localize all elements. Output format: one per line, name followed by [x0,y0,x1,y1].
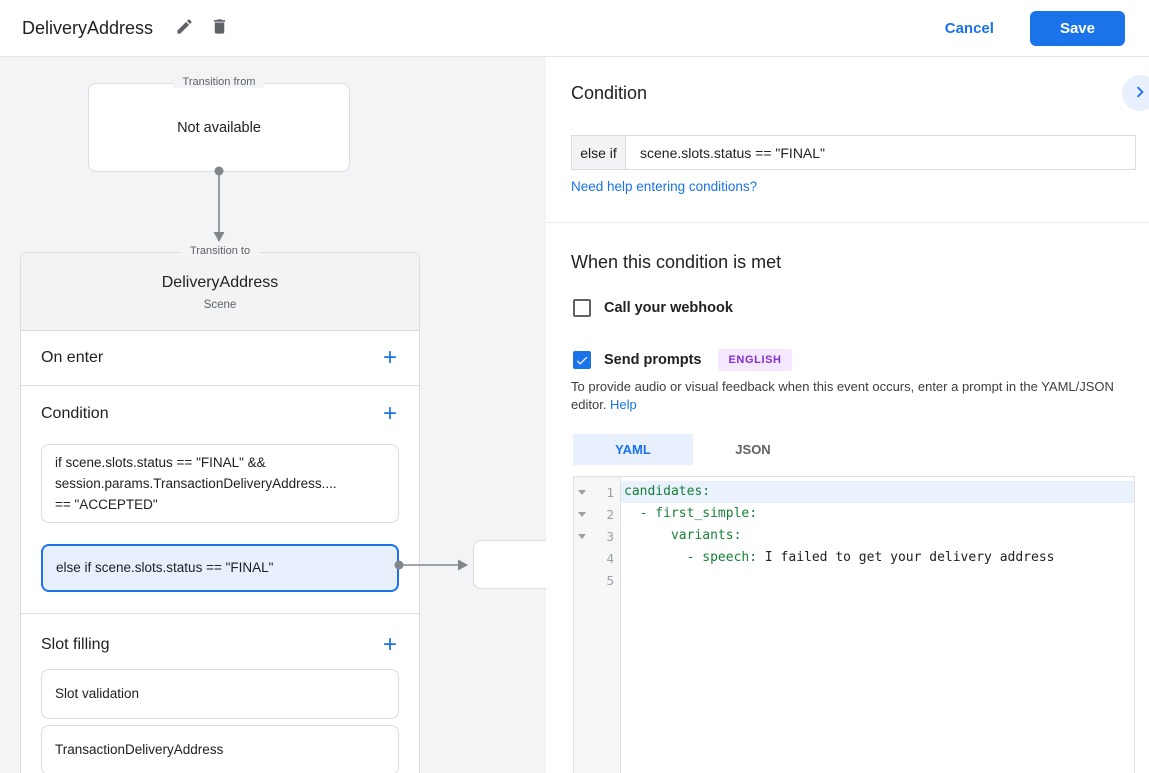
yaml-key: - first_simple: [624,506,758,521]
yaml-key: candidates: [624,484,711,499]
collapse-panel-button[interactable] [1122,75,1149,111]
webhook-label: Call your webhook [604,300,733,316]
chevron-right-icon [1129,81,1149,106]
gutter-row: 1 [574,481,620,503]
code-line[interactable]: - first_simple: [621,503,1134,525]
condition-item-elseif-selected[interactable]: else if scene.slots.status == "FINAL" [41,544,399,592]
yaml-key: variants: [624,528,742,543]
code-line-active[interactable]: candidates: [621,481,1134,503]
fold-arrow-icon[interactable] [574,489,589,495]
condition-editor-panel: Condition else if Need help entering con… [546,57,1149,773]
scene-card: Transition to DeliveryAddress Scene On e… [20,245,420,773]
editor-format-tabs: YAML JSON [573,434,813,465]
transition-from-label: Transition from [173,76,265,88]
panel-title: Condition [571,83,648,103]
condition-line: else if scene.slots.status == "FINAL" [56,560,274,575]
add-slot-button[interactable]: + [381,632,399,656]
slot-filling-title: Slot filling [41,635,110,653]
conditions-help-link[interactable]: Need help entering conditions? [571,179,758,194]
slot-filling-header: Slot filling + [21,620,419,669]
condition-title: Condition [41,404,109,422]
webhook-checkbox-unchecked-icon[interactable] [573,299,591,317]
code-line[interactable]: - speech: I failed to get your delivery … [621,547,1134,569]
condition-expression-row: else if [571,135,1136,170]
delete-scene-button[interactable] [210,17,229,39]
scene-type-label: Scene [203,299,237,311]
line-number: 1 [606,484,614,500]
condition-item-if[interactable]: if scene.slots.status == "FINAL" && sess… [41,444,399,523]
trash-icon [210,17,229,39]
line-number: 4 [606,550,614,566]
prompt-help-text-body: To provide audio or visual feedback when… [571,379,1114,412]
gutter-row: 5 [574,569,620,591]
condition-line: == "ACCEPTED" [55,497,158,512]
transition-target-box[interactable] [473,540,546,589]
cancel-button[interactable]: Cancel [944,19,994,37]
save-button[interactable]: Save [1029,10,1125,46]
line-number: 2 [606,506,614,522]
yaml-value: I failed to get your delivery address [757,550,1055,565]
add-on-enter-button[interactable]: + [381,346,399,370]
scene-name: DeliveryAddress [161,274,279,291]
editor-code-area[interactable]: candidates: - first_simple: variants: - … [621,477,1134,773]
send-prompts-checkbox-checked-icon[interactable] [573,351,591,369]
plus-icon: + [382,630,397,658]
code-line[interactable]: variants: [621,525,1134,547]
send-prompts-row[interactable]: Send prompts ENGLISH [573,349,792,371]
scene-diagram-panel: Transition from Not available Transition… [0,57,546,773]
slot-filling-section: Slot filling + Slot validation Transacti… [21,614,419,773]
on-enter-title: On enter [41,349,104,366]
prompt-help-text: To provide audio or visual feedback when… [571,378,1149,413]
gutter-row: 4 [574,547,620,569]
fold-arrow-icon[interactable] [574,511,589,517]
slot-item-transaction-delivery-address[interactable]: TransactionDeliveryAddress [41,725,399,773]
line-number: 3 [606,528,614,544]
condition-expression-input[interactable] [626,136,1135,169]
add-condition-button[interactable]: + [381,401,399,425]
scene-card-header[interactable]: DeliveryAddress Scene [21,253,419,331]
help-link[interactable]: Help [610,396,637,412]
send-prompts-label: Send prompts [604,352,702,368]
condition-line: session.params.TransactionDeliveryAddres… [55,476,337,491]
condition-line: if scene.slots.status == "FINAL" && [55,455,266,470]
tab-yaml[interactable]: YAML [573,434,693,465]
yaml-key: - speech: [624,550,758,565]
slot-item-validation[interactable]: Slot validation [41,669,399,719]
page-title: DeliveryAddress [22,17,154,38]
language-badge: ENGLISH [718,349,792,371]
transition-from-box: Transition from Not available [88,76,350,172]
transition-from-value: Not available [177,120,261,136]
transition-to-label: Transition to [180,245,260,257]
panel-divider [546,222,1149,223]
when-condition-met-title: When this condition is met [571,252,782,272]
pencil-icon [175,17,194,39]
line-number: 5 [606,572,614,588]
gutter-row: 3 [574,525,620,547]
code-line[interactable] [621,569,1134,591]
gutter-row: 2 [574,503,620,525]
top-bar: DeliveryAddress Cancel Save [0,0,1149,57]
yaml-code-editor[interactable]: 1 2 3 4 5 candidates: - first_simple: [573,476,1135,773]
fold-arrow-icon[interactable] [574,533,589,539]
condition-prefix-label: else if [572,136,626,169]
tab-json[interactable]: JSON [735,442,771,457]
plus-icon: + [382,399,397,427]
vertical-transition-arrow [213,166,225,242]
condition-section: Condition + if scene.slots.status == "FI… [21,386,419,614]
condition-section-header: Condition + [21,386,419,441]
call-webhook-row[interactable]: Call your webhook [573,299,733,317]
edit-scene-button[interactable] [175,17,194,39]
editor-gutter: 1 2 3 4 5 [574,477,621,773]
plus-icon: + [382,344,397,371]
on-enter-section: On enter + [21,331,419,386]
